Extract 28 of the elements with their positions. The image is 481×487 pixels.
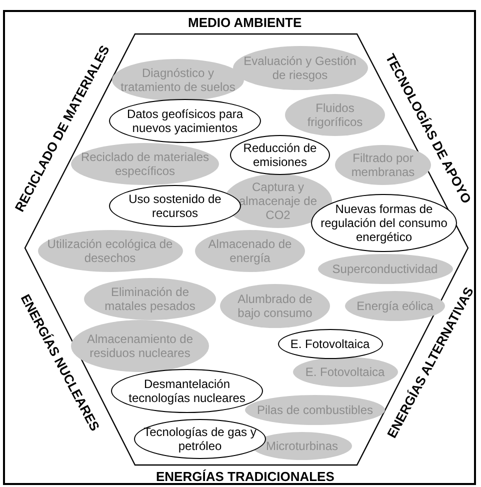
topic-label: Microturbinas: [266, 439, 338, 453]
topic-label: Alumbrado de bajo consumo: [236, 292, 314, 320]
topic-label: E. Fotovoltaica: [290, 337, 370, 351]
topic-label: Desmantelación tecnologías nucleares: [128, 377, 246, 405]
topic-label: Diagnóstico y tratamiento de suelos: [120, 66, 236, 94]
topic-label: Reciclado de materiales específicos: [80, 150, 210, 178]
topic-label: Captura y almacenaje de CO2: [238, 180, 318, 222]
topic-ellipse: [38, 230, 182, 272]
side-heading: ENERGÍAS TRADICIONALES: [156, 468, 334, 484]
topic-label: E. Fotovoltaica: [305, 365, 385, 379]
topic-ellipse: [335, 145, 431, 185]
topic-label: Uso sostenido de recursos: [128, 192, 222, 220]
topic-label: Utilización ecológica de desechos: [46, 237, 174, 265]
side-heading: MEDIO AMBIENTE: [188, 14, 302, 30]
topic-label: Tecnologías de gas y petróleo: [142, 425, 258, 453]
topic-label: Almacenamiento de residuos nucleares: [86, 332, 194, 360]
topic-label: Reducción de emisiones: [242, 141, 318, 169]
topic-label: Filtrado por membranas: [350, 151, 416, 179]
topic-label: Almacenado de energía: [207, 237, 293, 265]
topic-label: Fluidos frigoríficos: [306, 101, 364, 129]
topic-label: Datos geofísicos para nuevos yacimientos: [126, 107, 244, 135]
topic-label: Eliminación de matales pesados: [104, 285, 196, 313]
topic-ellipse: [318, 254, 452, 284]
topic-label: Superconductividad: [332, 262, 438, 276]
topic-label: Pilas de combustibles: [256, 403, 374, 417]
topic-ellipse: [245, 395, 385, 425]
topic-label: Nuevas formas de regulación del consumo energético: [320, 202, 448, 244]
topic-label: Evaluación y Gestión de riesgos: [242, 54, 358, 82]
